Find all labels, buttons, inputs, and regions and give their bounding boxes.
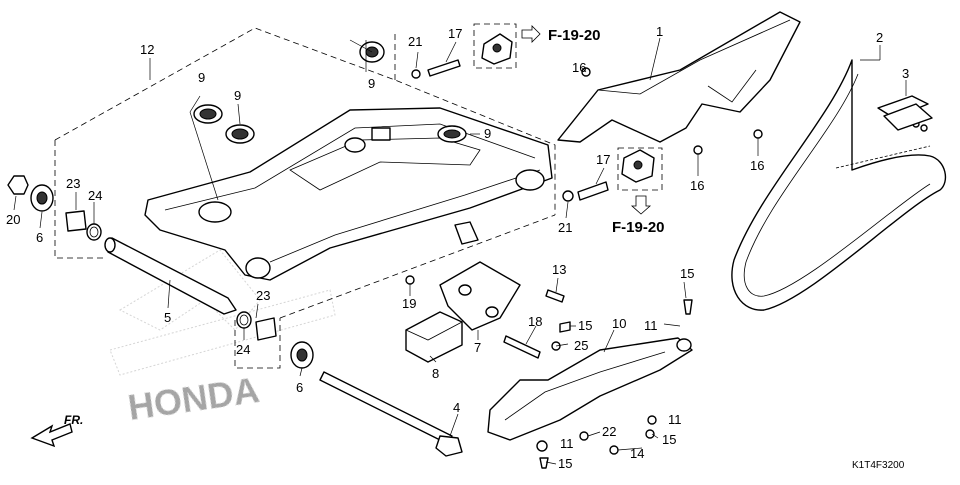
callout-20: 20	[6, 212, 20, 227]
swingarm-group-outline	[54, 27, 556, 369]
direction-label: FR.	[64, 413, 83, 427]
callout-17-top: 17	[448, 26, 462, 41]
callout-8: 8	[432, 366, 439, 381]
callout-6-right: 6	[296, 380, 303, 395]
pivot-shaft	[104, 237, 237, 315]
callout-19: 19	[402, 296, 416, 311]
callout-25: 25	[574, 338, 588, 353]
left-pivot-hardware	[7, 175, 102, 241]
drive-chain	[731, 59, 947, 311]
callout-23-right: 23	[256, 288, 270, 303]
chain-master-link	[877, 95, 933, 132]
callout-22: 22	[602, 424, 616, 439]
callout-9-right: 9	[484, 126, 491, 141]
callout-15-bottom: 15	[558, 456, 572, 471]
callout-11-top: 11	[644, 318, 658, 333]
callout-9-left: 9	[198, 70, 205, 85]
callout-16-top: 16	[572, 60, 586, 75]
leader-lines	[13, 37, 907, 465]
chain-slider-block	[405, 311, 463, 363]
right-pivot-hardware	[236, 311, 314, 369]
diagram-code: K1T4F3200	[852, 460, 905, 471]
chain-cover	[557, 11, 801, 143]
callout-11-right: 11	[668, 412, 682, 427]
callout-21-top: 21	[408, 34, 422, 49]
honda-watermark: HONDA	[109, 249, 336, 428]
callout-9-top: 9	[368, 76, 375, 91]
callout-21-bottom: 21	[558, 220, 572, 235]
callout-16-right: 16	[750, 158, 764, 173]
callout-15-right: 15	[662, 432, 676, 447]
fasteners	[405, 33, 763, 469]
callout-13: 13	[552, 262, 566, 277]
callout-10: 10	[612, 316, 626, 331]
callout-6-left: 6	[36, 230, 43, 245]
callout-14: 14	[630, 446, 644, 461]
callout-15-mid: 15	[578, 318, 592, 333]
swingarm	[144, 107, 553, 281]
callout-5: 5	[164, 310, 171, 325]
chain-case	[487, 337, 693, 441]
callout-3: 3	[902, 66, 909, 81]
chain-guide	[439, 261, 521, 331]
rear-axle	[319, 371, 463, 457]
callout-23-left: 23	[66, 176, 80, 191]
callout-24-left: 24	[88, 188, 102, 203]
callout-24-right: 24	[236, 342, 250, 357]
callout-15-top: 15	[680, 266, 694, 281]
front-direction-arrow: FR.	[30, 413, 83, 448]
callout-9-mid: 9	[234, 88, 241, 103]
callout-4: 4	[453, 400, 460, 415]
callout-numbers: 1 2 3 4 5 6 6 7 8 9 9 9 9 10 11 11 11 12…	[6, 24, 909, 471]
reference-label-bottom: F-19-20	[612, 219, 665, 236]
callout-12: 12	[140, 42, 154, 57]
callout-18: 18	[528, 314, 542, 329]
reference-label-top: F-19-20	[548, 27, 601, 44]
callout-16-mid: 16	[690, 178, 704, 193]
watermark-text: HONDA	[125, 369, 261, 428]
reference-arrow-top[interactable]: F-19-20	[473, 23, 601, 69]
callout-17-bottom: 17	[596, 152, 610, 167]
callout-7: 7	[474, 340, 481, 355]
callout-11-bottom: 11	[560, 436, 574, 451]
reference-arrow-bottom[interactable]: F-19-20	[612, 147, 665, 236]
callout-2: 2	[876, 30, 883, 45]
callout-1: 1	[656, 24, 663, 39]
